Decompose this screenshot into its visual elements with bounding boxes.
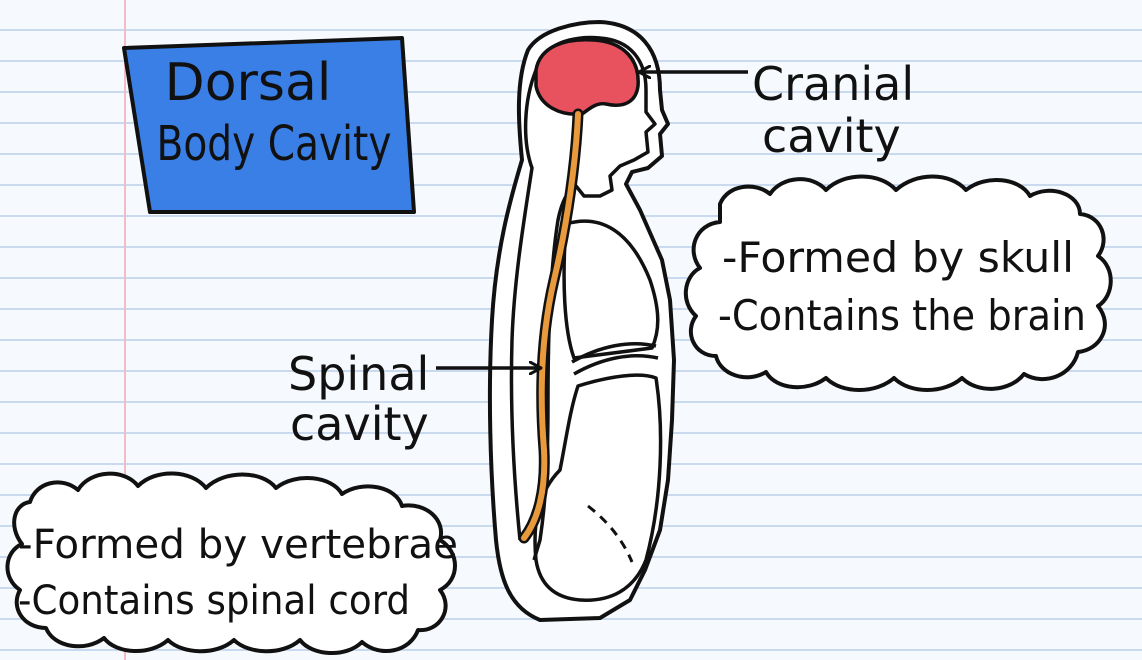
spinal-cloud-outline: [5, 471, 457, 656]
pelvic-divider-dashed: [587, 504, 634, 563]
cranial-label-line-1: Cranial: [752, 57, 914, 111]
cranial-note-2: -Contains the brain: [718, 291, 1086, 340]
abdominal-cavity-outline: [533, 373, 663, 602]
spinal-cord-fill: [521, 111, 581, 541]
title-line-2: Body Cavity: [157, 116, 392, 172]
spinal-notes-cloud: -Formed by vertebrae -Contains spinal co…: [5, 471, 458, 656]
diaphragm-outline-2: [573, 354, 659, 376]
spinal-note-1: -Formed by vertebrae: [18, 522, 458, 568]
spinal-label-line-1: Spinal: [288, 347, 429, 401]
body-outline: [487, 20, 676, 622]
thoracic-cavity-outline: [562, 219, 660, 360]
cranial-notes-cloud: -Formed by skull -Contains the brain: [683, 174, 1113, 392]
title-box: Dorsal Body Cavity: [122, 36, 416, 214]
spinal-label-line-2: cavity: [290, 397, 429, 451]
cranial-label-line-2: cavity: [762, 109, 901, 163]
spinal-note-2: -Contains spinal cord: [18, 578, 410, 624]
cranial-cloud-outline: [683, 174, 1113, 392]
title-line-1: Dorsal: [165, 53, 332, 113]
brain: [534, 37, 640, 116]
body-figure: [487, 20, 676, 622]
cranial-note-1: -Formed by skull: [722, 233, 1074, 282]
diaphragm-outline: [571, 342, 657, 364]
back-inner-outline: [509, 69, 538, 541]
